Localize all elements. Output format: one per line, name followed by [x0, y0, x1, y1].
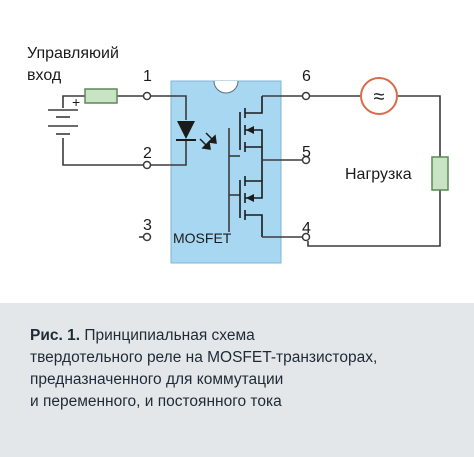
pin-3-label: 3	[143, 217, 152, 234]
relay-schematic: +	[27, 45, 449, 264]
pin-1-label: 1	[143, 68, 152, 85]
ac-source-symbol: ≈	[374, 86, 385, 108]
output-wiring	[262, 95, 441, 247]
input-resistor	[84, 88, 118, 104]
caption-line-3: предназначенного для коммутации	[30, 371, 284, 388]
pin-5-terminal	[301, 155, 311, 165]
input-label-line1: Управляюий	[27, 45, 119, 62]
figure-number: Рис. 1.	[30, 327, 81, 344]
caption-line-1: Рис. 1. Принципиальная схема	[30, 325, 454, 347]
chip-label: MOSFET	[173, 230, 232, 246]
pin-6-terminal	[301, 91, 311, 101]
pin-2-label: 2	[143, 145, 152, 162]
battery-symbol	[48, 109, 78, 135]
light-arrows	[199, 132, 217, 150]
led-symbol	[176, 121, 196, 141]
pin-4-terminal	[301, 232, 311, 242]
pin-1-terminal	[142, 91, 152, 101]
figure-caption: Рис. 1. Принципиальная схема твердотельн…	[0, 303, 474, 457]
load-resistor	[431, 156, 449, 191]
mosfet-top-arrow	[246, 126, 254, 134]
driver-wiring	[228, 128, 240, 232]
chip-notch	[213, 80, 239, 94]
caption-text-1: Принципиальная схема	[84, 327, 255, 344]
pin-5-label: 5	[302, 144, 311, 161]
pin-6-label: 6	[302, 68, 311, 85]
pin-4-label: 4	[302, 220, 311, 237]
mosfet-bottom-arrow	[246, 194, 254, 202]
battery-plus-sign: +	[72, 94, 80, 110]
load-label: Нагрузка	[345, 166, 412, 183]
ac-source	[360, 77, 398, 115]
caption-line-4: и переменного, и постоянного тока	[30, 393, 282, 410]
caption-line-2: твердотельного реле на MOSFET-транзистор…	[30, 349, 378, 366]
input-wiring	[62, 95, 187, 238]
input-label-line2: вход	[27, 67, 62, 84]
pin-3-terminal	[142, 232, 152, 242]
pin-2-terminal	[142, 160, 152, 170]
pin-terminals	[142, 91, 311, 242]
